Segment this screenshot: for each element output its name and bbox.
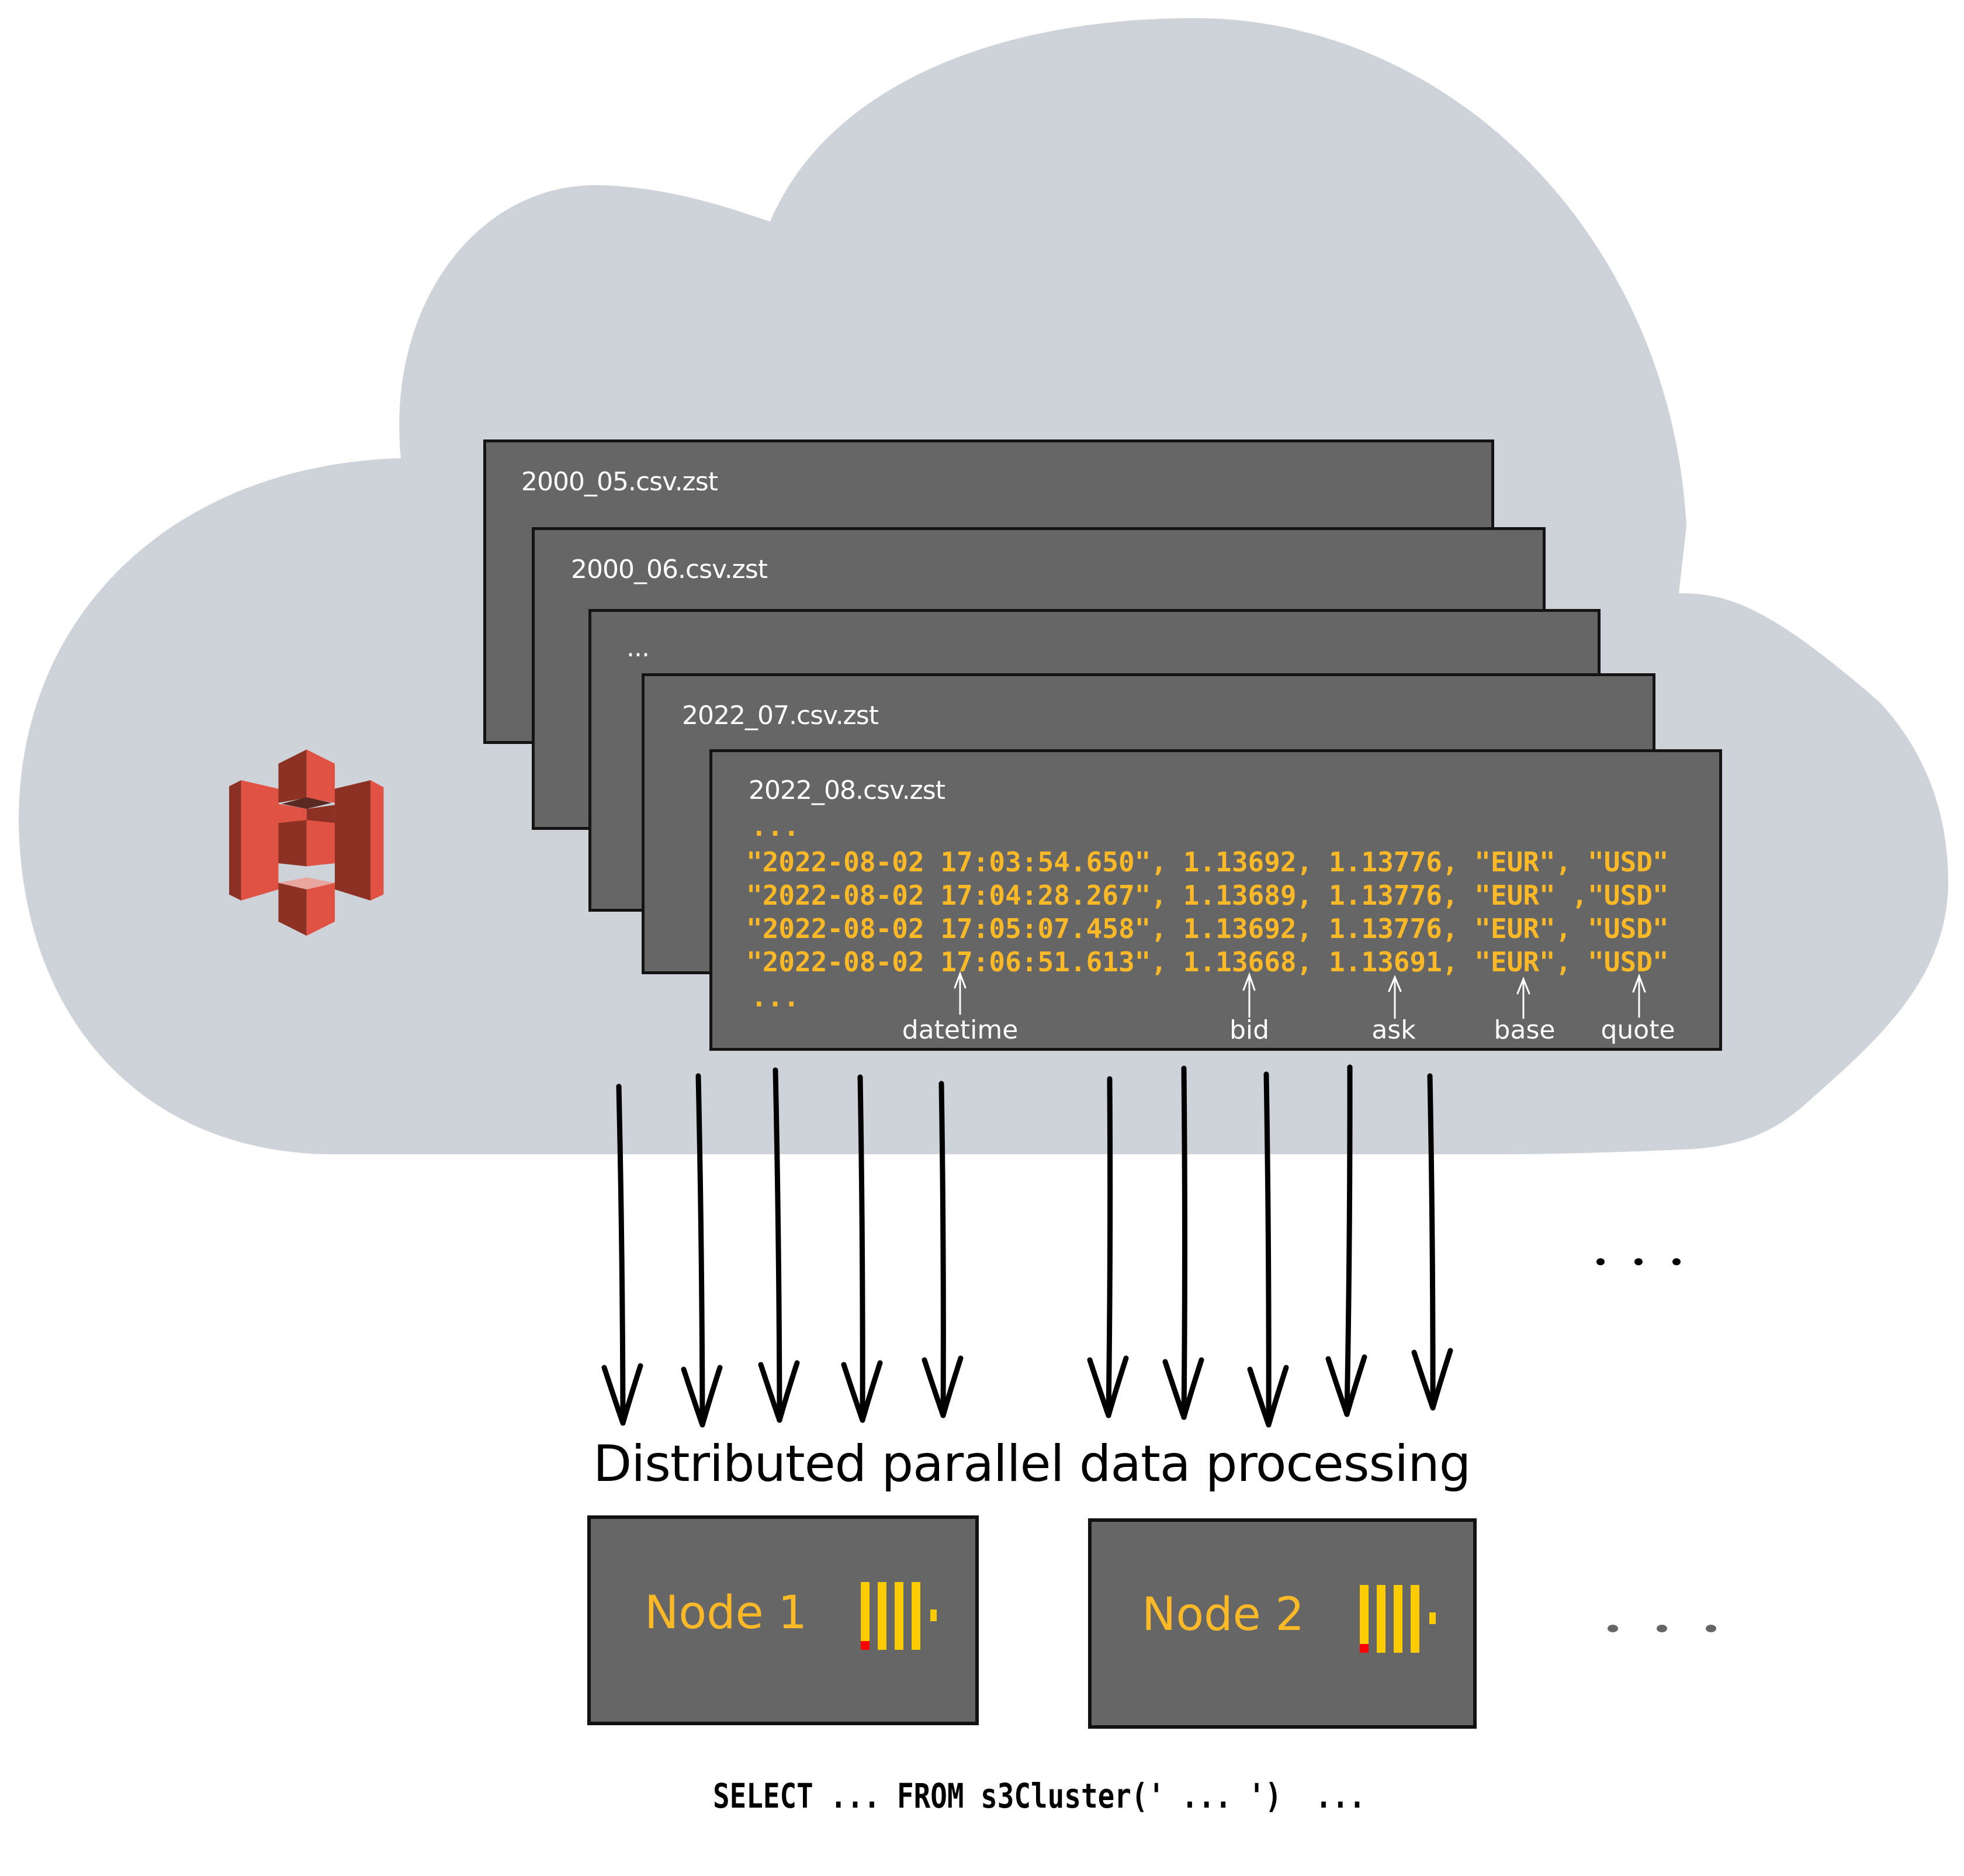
ellipsis-dot — [1706, 1625, 1716, 1632]
s3-mid-cube-left — [278, 820, 307, 867]
data-flow-arrow-icon — [1247, 1071, 1289, 1428]
arrow-head — [841, 1360, 883, 1423]
logo-bar — [1394, 1585, 1402, 1653]
ellipsis-dot — [1672, 1258, 1681, 1265]
s3-bottom-cube-right — [306, 882, 335, 936]
data-flow-arrow-icon — [758, 1067, 800, 1423]
column-label-quote: quote — [1601, 1015, 1675, 1045]
ellipsis-dot — [1657, 1625, 1667, 1632]
s3-right-face — [334, 780, 371, 901]
arrow-shaft — [1106, 1076, 1113, 1418]
logo-bar-red — [1360, 1644, 1369, 1653]
column-label-ask: ask — [1371, 1015, 1416, 1045]
logo-bar-small — [930, 1610, 937, 1621]
csv-row: "2022-08-02 17:05:07.458", 1.13692, 1.13… — [746, 913, 1669, 944]
ellipsis-dot — [1596, 1258, 1605, 1265]
column-arrows — [954, 971, 1646, 1019]
s3-left-face — [241, 780, 279, 901]
cluster-node: Node 2 — [1088, 1518, 1477, 1729]
section-heading: Distributed parallel data processing — [593, 1435, 1471, 1493]
logo-bar — [878, 1582, 886, 1650]
csv-row: "2022-08-02 17:06:51.613", 1.13668, 1.13… — [746, 946, 1669, 978]
s3-mid-cube-right — [306, 820, 335, 867]
s3-top-cube-bottom — [281, 797, 332, 809]
arrow-head — [1325, 1354, 1367, 1417]
data-flow-arrow-icon — [681, 1073, 723, 1428]
logo-bar-red — [861, 1641, 870, 1650]
s3-left-side — [229, 780, 241, 901]
arrow-ask-icon — [1388, 975, 1402, 1019]
arrow-shaft — [1427, 1073, 1436, 1411]
data-flow-arrow-icon — [1325, 1064, 1367, 1417]
arrow-head — [758, 1360, 800, 1423]
csv-row: "2022-08-02 17:03:54.650", 1.13692, 1.13… — [746, 846, 1669, 878]
arrow-head — [1087, 1355, 1129, 1418]
s3-bottom-cube-left — [278, 882, 307, 936]
logo-bar — [1360, 1585, 1369, 1653]
arrow-shaft — [695, 1073, 705, 1428]
file-name: ... — [626, 633, 650, 663]
arrow-shaft — [1344, 1064, 1353, 1417]
column-label-base: base — [1494, 1015, 1556, 1045]
arrow-base-icon — [1516, 976, 1530, 1019]
sql-query: SELECT ... FROM s3Cluster(' ... ') ... — [713, 1776, 1366, 1816]
arrow-head — [1411, 1348, 1453, 1411]
csv-leading-ellipsis: ... — [751, 811, 800, 842]
data-flow-arrow-icon — [841, 1074, 883, 1423]
arrow-shaft — [616, 1084, 626, 1426]
data-flow-arrow-icon — [1162, 1065, 1204, 1420]
logo-bar — [1411, 1585, 1419, 1653]
arrow-shaft — [857, 1074, 865, 1423]
arrow-shaft — [773, 1067, 782, 1423]
arrow-quote-icon — [1632, 973, 1646, 1018]
arrow-head — [1247, 1365, 1289, 1428]
file-name: 2000_05.csv.zst — [521, 467, 718, 497]
data-flow-arrow-icon — [1411, 1073, 1453, 1411]
arrow-shaft — [1263, 1071, 1272, 1428]
logo-bar-small — [1429, 1612, 1436, 1624]
arrow-head — [601, 1363, 643, 1426]
data-flow-arrow-icon — [1087, 1076, 1129, 1418]
s3-bottom-cube-top — [278, 877, 335, 889]
csv-row: "2022-08-02 17:04:28.267", 1.13689, 1.13… — [746, 880, 1669, 911]
arrow-datetime-icon — [954, 971, 967, 1015]
s3-top-cube-left — [278, 749, 307, 803]
arrow-shaft — [938, 1081, 946, 1418]
arrow-shaft — [1181, 1065, 1187, 1420]
data-flow-arrow-icon — [601, 1084, 643, 1426]
cluster-node: Node 1 — [587, 1515, 979, 1725]
arrow-bid-icon — [1242, 972, 1256, 1018]
logo-bar — [912, 1582, 920, 1650]
ellipsis-dot — [1634, 1258, 1643, 1265]
file-name: 2022_07.csv.zst — [682, 701, 879, 731]
arrow-head — [922, 1355, 964, 1418]
arrow-head — [681, 1365, 723, 1428]
file-name: 2000_06.csv.zst — [571, 555, 768, 584]
node-label: Node 1 — [645, 1587, 807, 1639]
ellipsis-dot — [1608, 1625, 1618, 1632]
file-name: 2022_08.csv.zst — [749, 776, 945, 805]
logo-bar — [1377, 1585, 1385, 1653]
s3-right-side — [370, 780, 384, 901]
column-label-bid: bid — [1229, 1015, 1270, 1045]
logo-bar — [861, 1582, 870, 1650]
logo-bar — [895, 1582, 903, 1650]
column-label-datetime: datetime — [902, 1015, 1019, 1045]
data-flow-arrow-icon — [922, 1081, 964, 1418]
file-card-expanded: 2022_08.csv.zst ... "2022-08-02 17:03:54… — [709, 749, 1722, 1051]
aws-s3-bucket-icon — [229, 749, 384, 936]
csv-trailing-ellipsis: ... — [751, 981, 800, 1013]
arrow-head — [1162, 1357, 1204, 1420]
s3-top-cube-right — [306, 749, 335, 803]
node-label: Node 2 — [1142, 1588, 1304, 1641]
